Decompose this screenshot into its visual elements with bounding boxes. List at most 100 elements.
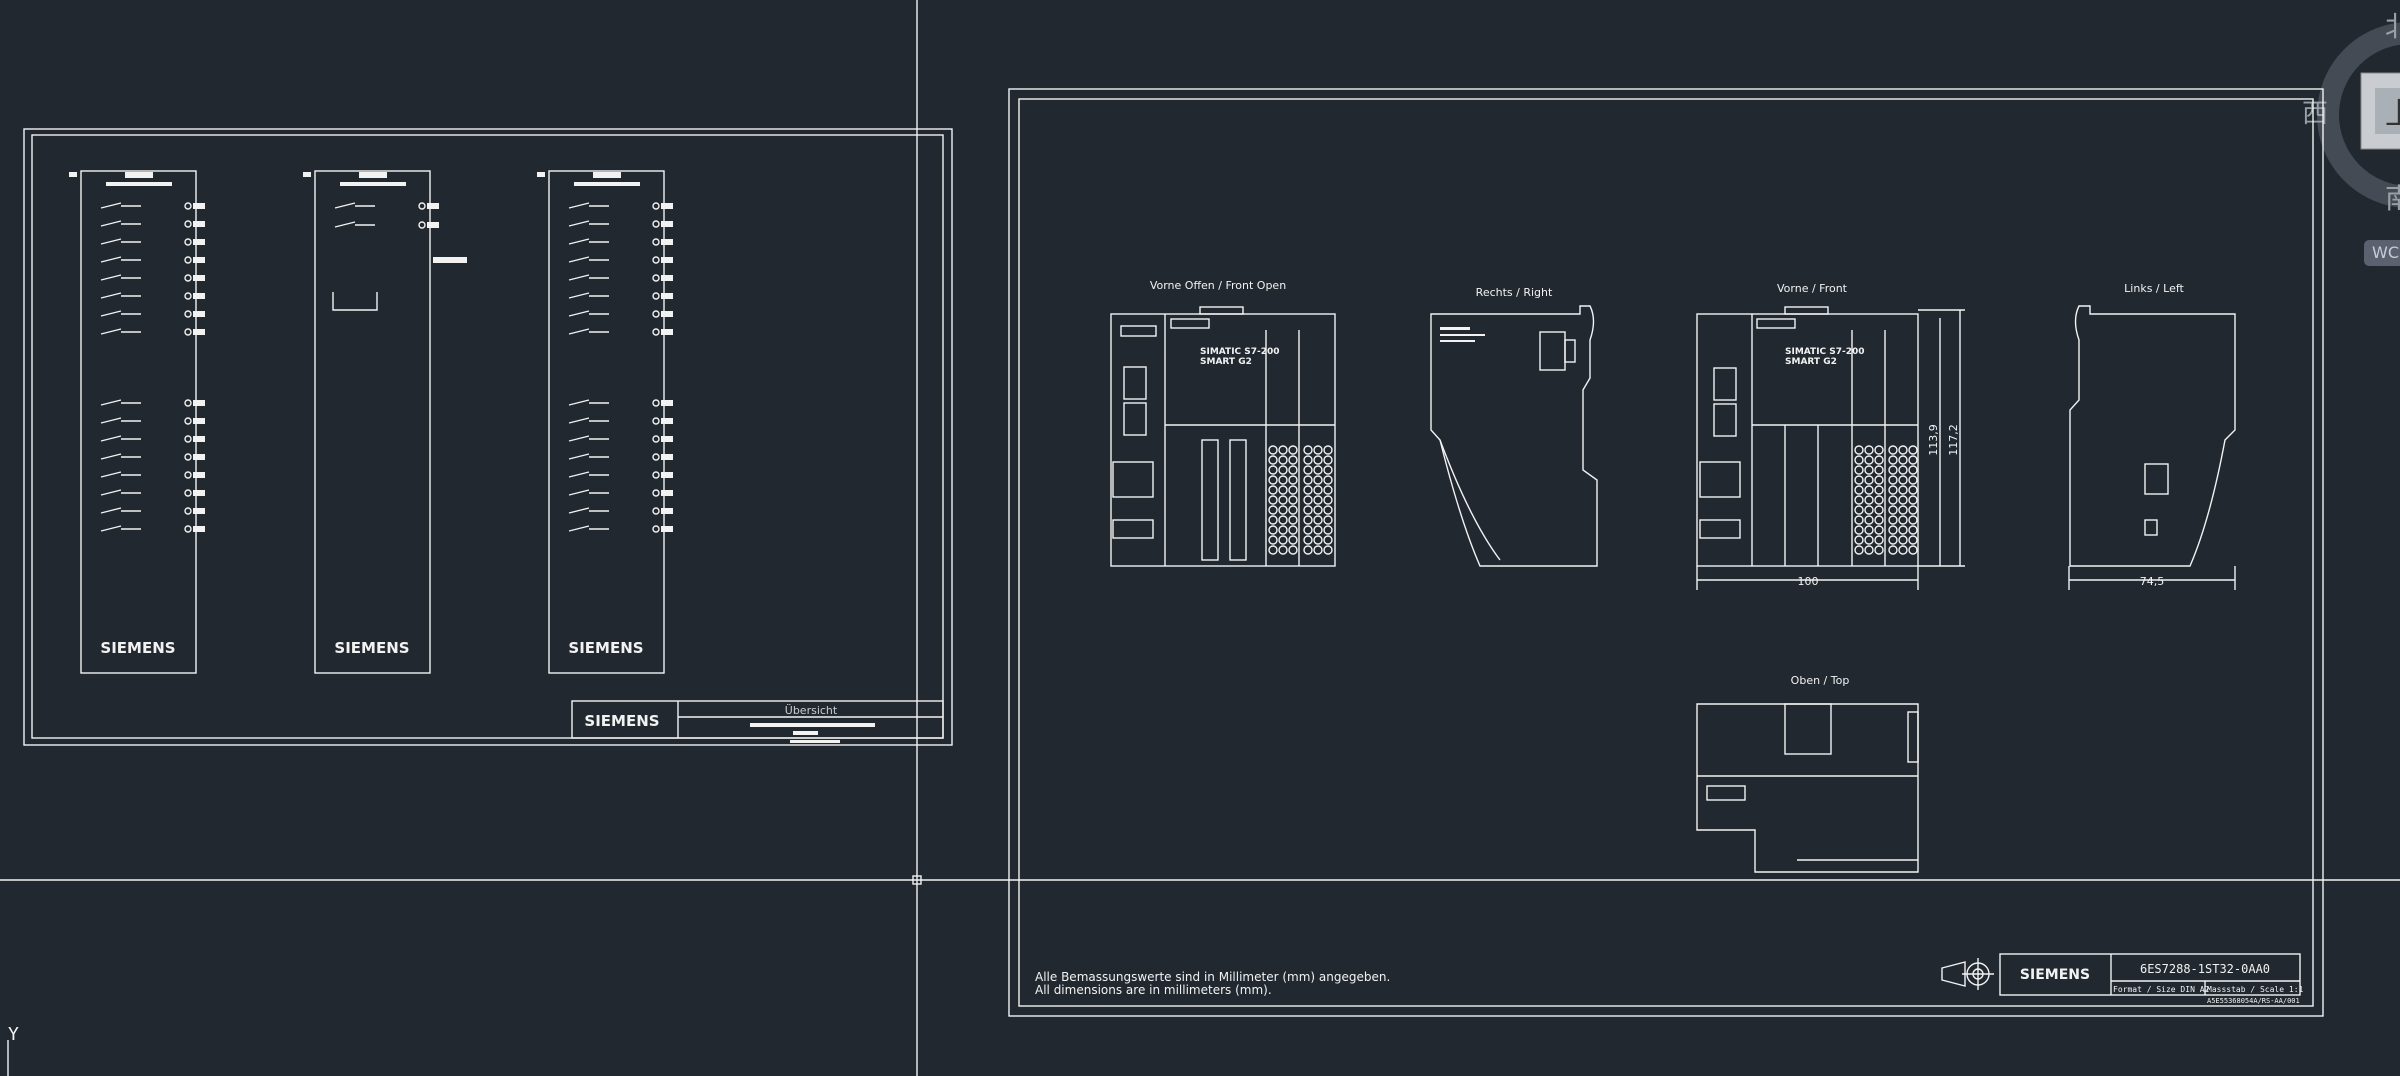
terminal-screw-icon	[1303, 485, 1313, 495]
terminal-screw-icon	[1888, 445, 1898, 455]
terminal-screw-icon	[1908, 455, 1918, 465]
terminal-screw-icon	[1303, 545, 1313, 555]
terminal-screw-icon	[1288, 495, 1298, 505]
viewcube[interactable]: 上 北 西 南	[2302, 10, 2400, 215]
terminal-screw-icon	[1888, 525, 1898, 535]
terminal-screw-icon	[1303, 465, 1313, 475]
terminal-screw-icon	[1323, 525, 1333, 535]
format-size: Format / Size DIN A2	[2113, 985, 2210, 994]
terminal-screw-icon	[1323, 475, 1333, 485]
terminal-screw-icon	[1864, 505, 1874, 515]
terminal-screw-icon	[1908, 515, 1918, 525]
wiring-panel-1	[69, 170, 205, 674]
terminal-screw-icon	[1888, 495, 1898, 505]
terminal-screw-icon	[1323, 445, 1333, 455]
terminal-screw-icon	[1888, 485, 1898, 495]
terminal-screw-icon	[1864, 495, 1874, 505]
terminal-screw-icon	[1908, 475, 1918, 485]
terminal-screw-icon	[1303, 475, 1313, 485]
wiring-panel-2	[303, 170, 467, 674]
terminal-screw-icon	[1908, 445, 1918, 455]
terminal-screw-icon	[1313, 445, 1323, 455]
terminal-screw-icon	[1864, 515, 1874, 525]
terminal-screw-icon	[1303, 515, 1313, 525]
terminal-screw-icon	[1874, 495, 1884, 505]
terminal-screw-icon	[1898, 515, 1908, 525]
terminal-screw-icon	[1313, 495, 1323, 505]
terminal-screw-icon	[1288, 445, 1298, 455]
front-module-line1: SIMATIC S7-200	[1785, 347, 1865, 357]
terminal-screw-icon	[1278, 505, 1288, 515]
terminal-screw-icon	[1864, 485, 1874, 495]
terminal-screw-icon	[1278, 465, 1288, 475]
doc-number: A5E55368054A/RS-AA/001	[2207, 997, 2300, 1005]
terminal-screw-icon	[1864, 465, 1874, 475]
terminal-screw-icon	[1898, 535, 1908, 545]
dim-depth-left: 74,5	[2140, 575, 2165, 588]
terminal-screw-icon	[1323, 535, 1333, 545]
terminal-screw-icon	[1313, 505, 1323, 515]
terminal-screw-icon	[1288, 475, 1298, 485]
terminal-screw-icon	[1278, 485, 1288, 495]
terminal-screw-icon	[1303, 535, 1313, 545]
ucs-y-label: Y	[8, 1024, 19, 1045]
dim-height-inner: 113,9	[1927, 424, 1940, 456]
terminal-screw-icon	[1908, 525, 1918, 535]
right-side-view	[1430, 305, 1598, 567]
terminal-screw-icon	[1854, 445, 1864, 455]
wcs-button[interactable]: WCS	[2364, 240, 2400, 266]
right-title-block: SIEMENS 6ES7288-1ST32-0AA0 Format / Size…	[1999, 953, 2304, 1005]
view-label-front-open: Vorne Offen / Front Open	[1150, 279, 1286, 292]
front-open-module-line2: SMART G2	[1200, 357, 1252, 367]
terminal-screw-icon	[1268, 535, 1278, 545]
terminal-screw-icon	[1303, 495, 1313, 505]
terminal-screw-icon	[1874, 515, 1884, 525]
terminal-screw-icon	[1854, 545, 1864, 555]
terminal-screw-icon	[1864, 525, 1874, 535]
terminal-screw-icon	[1908, 485, 1918, 495]
terminal-screw-icon	[1898, 525, 1908, 535]
terminal-screw-icon	[1288, 525, 1298, 535]
front-module-line2: SMART G2	[1785, 357, 1837, 367]
left-sheet[interactable]: SIEMENS SIEMENS SIEMENS SIEMENS Übersich…	[23, 128, 953, 746]
terminal-screw-icon	[1288, 485, 1298, 495]
part-number: 6ES7288-1ST32-0AA0	[2140, 962, 2270, 976]
terminal-screw-icon	[1303, 455, 1313, 465]
view-label-top: Oben / Top	[1791, 674, 1850, 687]
left-side-view: 74,5	[2068, 305, 2236, 590]
viewcube-top-face[interactable]: 上	[2385, 97, 2400, 132]
terminal-screw-icon	[1908, 505, 1918, 515]
terminal-screw-icon	[1898, 485, 1908, 495]
left-title-text: Übersicht	[785, 704, 838, 717]
terminal-screw-icon	[1323, 455, 1333, 465]
terminal-screw-icon	[1874, 535, 1884, 545]
terminal-screw-icon	[1854, 485, 1864, 495]
terminal-screw-icon	[1313, 455, 1323, 465]
terminal-screw-icon	[1864, 445, 1874, 455]
terminal-screw-icon	[1874, 475, 1884, 485]
terminal-screw-icon	[1268, 445, 1278, 455]
terminal-screw-icon	[1268, 545, 1278, 555]
left-title-block: SIEMENS Übersicht	[571, 700, 944, 743]
view-label-left: Links / Left	[2124, 282, 2184, 295]
terminal-screw-icon	[1278, 545, 1288, 555]
viewcube-south[interactable]: 南	[2385, 182, 2400, 215]
viewcube-north[interactable]: 北	[2385, 10, 2400, 43]
ucs-icon: Y	[7, 1024, 19, 1076]
terminal-screw-icon	[1864, 545, 1874, 555]
terminal-screw-icon	[1278, 515, 1288, 525]
terminal-screw-icon	[1268, 485, 1278, 495]
view-label-front: Vorne / Front	[1777, 282, 1848, 295]
terminal-screw-icon	[1288, 515, 1298, 525]
terminal-screw-icon	[1888, 465, 1898, 475]
terminal-screw-icon	[1278, 535, 1288, 545]
terminal-screw-icon	[1854, 495, 1864, 505]
projection-symbol-icon	[1941, 958, 1994, 990]
viewcube-west[interactable]: 西	[2302, 99, 2328, 129]
terminal-screw-icon	[1288, 545, 1298, 555]
terminal-screw-icon	[1323, 505, 1333, 515]
right-sheet[interactable]: Vorne Offen / Front Open Rechts / Right …	[1008, 88, 2324, 1017]
scale: Massstab / Scale 1:1	[2207, 985, 2304, 994]
